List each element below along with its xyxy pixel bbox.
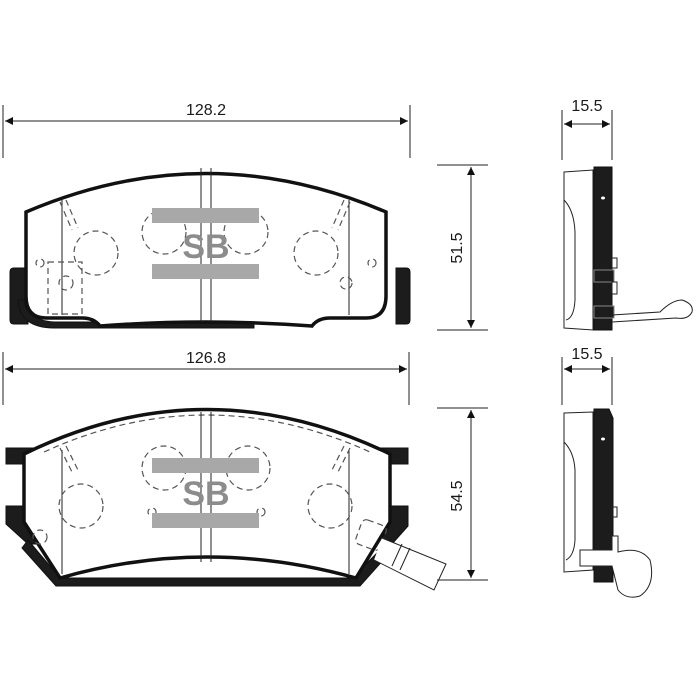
lower-pad-front-view: 126.8 SB: [2, 350, 447, 591]
height-dimension-label: 54.5: [449, 480, 466, 511]
pin-hidden: [339, 276, 353, 290]
clip-tab: [611, 257, 618, 269]
groove-hidden: [331, 445, 351, 473]
hole-mark: [601, 437, 605, 441]
pin-hidden: [35, 258, 45, 268]
hole-mark: [601, 196, 605, 200]
sb-logo: SB: [152, 208, 259, 279]
sensor-tab-line: [391, 543, 403, 567]
wear-sensor-tab: [355, 519, 447, 591]
logo-bar-bottom: [152, 513, 259, 528]
thickness-dimension-label: 15.5: [571, 346, 602, 363]
logo-bar-bottom: [152, 264, 259, 279]
friction-material-side: [563, 169, 594, 331]
rivet-hole-hidden: [293, 230, 339, 276]
sensor-tab-line: [399, 547, 411, 571]
groove-hidden: [59, 445, 79, 473]
groove-hidden: [59, 199, 79, 231]
rivet-hole-hidden: [225, 445, 271, 491]
pin-hidden: [32, 529, 48, 545]
groove-hidden: [331, 199, 351, 231]
pin-hidden: [58, 275, 74, 291]
lower-pad-height-dimension: 54.5: [437, 407, 488, 581]
sensor-tab: [373, 537, 447, 591]
wear-indicator-spring: [611, 299, 693, 323]
thickness-dimension-label: 15.5: [571, 98, 602, 115]
clip-tab: [611, 281, 618, 295]
friction-material-outline: [24, 171, 388, 328]
lower-pad-side-view: 15.5: [561, 346, 653, 598]
rivet-hole-hidden: [73, 230, 119, 276]
upper-pad-front-view: 128.2 SB: [2, 102, 411, 329]
logo-bar-top: [152, 208, 259, 223]
pin-hidden: [367, 258, 377, 268]
sb-logo: SB: [152, 458, 259, 528]
chamfer-hidden-edge: [43, 414, 371, 453]
friction-chamfer-side: [563, 441, 576, 561]
clip-block: [593, 269, 615, 283]
rivet-hole-hidden: [58, 483, 104, 529]
pin-hidden: [147, 507, 157, 517]
logo-text: SB: [182, 228, 229, 266]
upper-pad-height-dimension: 51.5: [437, 164, 488, 331]
backing-plate-side: [593, 166, 613, 331]
wear-clip-mount-hidden: [47, 261, 83, 315]
friction-material-outline: [22, 407, 392, 581]
logo-bar-top: [152, 458, 259, 473]
logo-text: SB: [182, 475, 229, 513]
height-dimension-label: 51.5: [449, 232, 466, 263]
rivet-hole-hidden: [307, 483, 353, 529]
friction-material-side: [563, 411, 594, 573]
clip-block: [593, 305, 615, 319]
friction-chamfer-side: [563, 199, 576, 321]
width-dimension-label: 128.2: [186, 102, 226, 119]
pin-hidden: [256, 507, 266, 517]
sensor-clip-side: [579, 535, 653, 598]
width-dimension-label: 126.8: [186, 350, 226, 367]
backing-plate-ear-right: [395, 267, 411, 325]
clip-tab: [611, 506, 618, 518]
upper-pad-side-view: 15.5: [561, 98, 693, 331]
